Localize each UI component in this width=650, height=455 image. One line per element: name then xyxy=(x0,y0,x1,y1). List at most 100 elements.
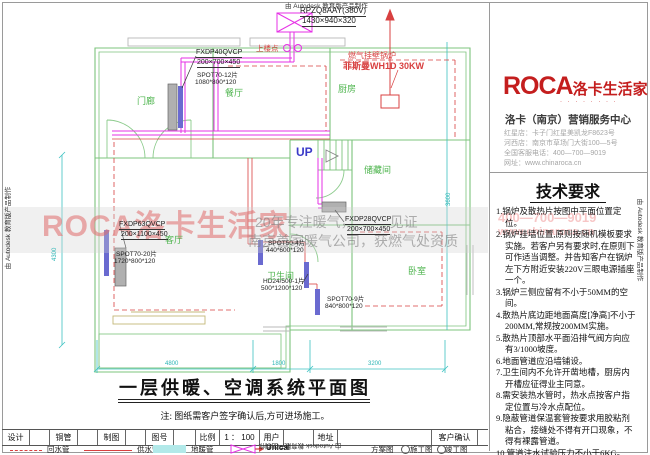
panel-watermark-phone: 400—700—9019 xyxy=(498,210,597,225)
top-equip-size-label: 1430×940×320 xyxy=(302,16,356,27)
legend-floor-label: 地暖管 xyxy=(191,445,214,454)
roca-logo: ROCA洛卡生活家 xyxy=(503,72,648,101)
label-spot12-size: 1080*800*120 xyxy=(195,79,237,86)
label-fxdp63-size: 200×1100×450 xyxy=(121,231,168,240)
band-slogan-line1: 20年专注暖气， 见证 xyxy=(255,214,418,230)
room-porch: 门廊 xyxy=(137,96,156,106)
label-fxdp28-model: FXDP28QVCP xyxy=(345,216,392,225)
tech-item: 1.锅炉及散热片按图中平面位置定位。 xyxy=(496,206,622,228)
field-scale: 比例 xyxy=(196,430,220,445)
tech-item: 4.散热片底边距地面高度[净高]不小于200MM,常规按200MM实施。 xyxy=(496,309,636,332)
panel-watermark-web: www.chinaroca.cn xyxy=(498,226,595,238)
walls xyxy=(94,47,471,373)
panel-horizontal-divider xyxy=(489,172,647,173)
legend-return-label: 回水管 xyxy=(47,445,70,454)
tech-requirements-header: 技术要求 xyxy=(489,178,647,203)
legend-return-line xyxy=(10,450,42,451)
drawing-title: 一层供暖、空调系统平面图 xyxy=(119,378,371,398)
door-arcs xyxy=(106,119,345,263)
legend-supply-label: 供水管 xyxy=(137,445,160,454)
field-scale-value: 1 ： 100 xyxy=(220,430,260,445)
room-bedroom: 卧室 xyxy=(408,266,427,276)
field-drawing-no-value xyxy=(174,430,196,445)
autodesk-watermark-right: 由 Autodesk 教育版产品制作 xyxy=(636,198,643,282)
tech-item: 8.需安装热水管时，热水点按客户指定位置与冷水点配位。 xyxy=(496,390,630,412)
label-fxdp63-model: FXDP63QVCP xyxy=(119,221,166,230)
note-boiler-model: 菲斯曼WH1D 30KW xyxy=(343,61,425,71)
field-address: 地址 xyxy=(314,430,338,445)
stairs-up-label: UP xyxy=(296,145,313,159)
roca-logo-latin: ROCA xyxy=(503,72,574,100)
note-boiler-title: 燃气挂壁锅炉 xyxy=(348,51,396,60)
room-living: 客厅 xyxy=(165,235,184,245)
room-kitchen: 厨房 xyxy=(338,84,357,94)
floor-plan-canvas xyxy=(58,8,474,373)
dimension-lines xyxy=(58,42,449,373)
label-spot12-model: SPOT70-12片 xyxy=(197,72,238,79)
signature-note: 注: 图纸需客户签字确认后,方可进场施工。 xyxy=(160,411,330,421)
tech-item: 5.散热片顶部水平面沿排气阀方向应有3/1000坡度。 xyxy=(496,332,630,355)
label-spot9-model: SPOT70-9片 xyxy=(327,296,365,303)
label-fxdp40-size: 200×700×450 xyxy=(197,59,241,68)
pipes-red-dashed xyxy=(113,59,456,311)
radio-asbuilt-drawing[interactable] xyxy=(437,445,446,454)
field-design-value xyxy=(30,430,50,445)
autodesk-watermark-left: 由 Autodesk 教育版产品制作 xyxy=(5,186,12,270)
top-equip-model-text: RPZQ8AAY(380V) xyxy=(300,6,367,17)
store-address-2: 河西店：南京市草场门大街100—5号 xyxy=(504,140,618,147)
drawing-title-wrap: 一层供暖、空调系统平面图 xyxy=(2,374,488,400)
title-underline-1 xyxy=(118,399,370,400)
field-drawing-no: 图号 xyxy=(146,430,174,445)
service-phone: 全国客服电话：400—700—9019 xyxy=(504,150,606,157)
label-fxdp28-size: 200×700×450 xyxy=(347,226,391,235)
legend-boiler-label: Unical xyxy=(266,443,291,452)
windows xyxy=(127,37,474,332)
tech-requirements-title: 技术要求 xyxy=(529,184,606,203)
field-copper: 铜管 xyxy=(50,430,78,445)
top-equip-model-label: RPZQ8AAY(380V) xyxy=(300,6,367,17)
field-user: 用户 xyxy=(260,430,284,445)
cabinet-lines xyxy=(112,311,206,325)
field-draft: 制图 xyxy=(98,430,126,445)
label-spot9-size: 840*800*120 xyxy=(325,303,363,310)
band-slogan-line2: 南京首家暖气公司，获燃气处资质 xyxy=(248,233,458,249)
radiators xyxy=(104,83,347,315)
staircase xyxy=(317,139,353,171)
flue-pipe xyxy=(380,8,400,109)
field-draft-value xyxy=(126,430,146,445)
radio-construction-drawing[interactable] xyxy=(401,445,410,454)
option-construction-drawing: 施工图 xyxy=(410,445,433,454)
tech-item: 2.锅炉挂墙位置,原则按随机模板要求实施。若客户另有要求时,在原则下可作适当调整… xyxy=(496,229,635,285)
label-fxdp40-model: FXDP40QVCP xyxy=(196,49,243,58)
option-scheme-drawing: 方案图 xyxy=(371,445,394,454)
tech-item: 7.卫生间内不允许开凿地槽，厨房内开槽应征得业主同意。 xyxy=(496,367,630,389)
label-spot4-model: SPOT50-4片 xyxy=(268,240,306,247)
service-center-title: 洛卡（南京）营销服务中心 xyxy=(505,114,631,126)
field-user-value xyxy=(284,430,314,445)
label-hd24-size: 500*1200*120 xyxy=(261,285,303,292)
room-bath: 卫生间 xyxy=(267,271,295,281)
autodesk-watermark-top: 由 Autodesk 教育版产品制作 xyxy=(285,3,368,10)
website: 网址：www.chinaroca.cn xyxy=(504,160,582,167)
field-address-value xyxy=(338,430,432,445)
store-address-1: 红星店：卡子门红星美凯龙F8623号 xyxy=(504,130,615,137)
autodesk-watermark-bottom: 由 Autodesk 教育版产品制作 xyxy=(258,442,342,449)
main-pipes-magenta xyxy=(112,12,332,209)
note-stair-point: 上楼点 xyxy=(256,44,279,53)
room-dining: 餐厅 xyxy=(225,88,244,98)
roca-logo-cn: 洛卡生活家 xyxy=(572,81,648,98)
roca-logo-tagline: · · · · · · · · xyxy=(560,99,618,105)
tech-item: 3.锅炉三侧应留有不小于50MM的空间。 xyxy=(496,286,628,309)
field-design: 设计 xyxy=(2,430,30,445)
field-customer-confirm: 客户确认 xyxy=(432,430,478,445)
dim-bottom-1: 4800 xyxy=(165,361,179,367)
label-spot4-size: 440*600*120 xyxy=(266,247,304,254)
legend-floor-swatch xyxy=(153,445,186,453)
tech-item: 10.管道注水试验压力不小于6KG。 xyxy=(496,447,626,455)
tech-item: 6.地面管道应沿墙铺设。 xyxy=(496,355,588,366)
dim-bottom-3: 3200 xyxy=(368,361,382,367)
dim-left: 4300 xyxy=(52,247,58,261)
pipes-red xyxy=(112,138,330,290)
